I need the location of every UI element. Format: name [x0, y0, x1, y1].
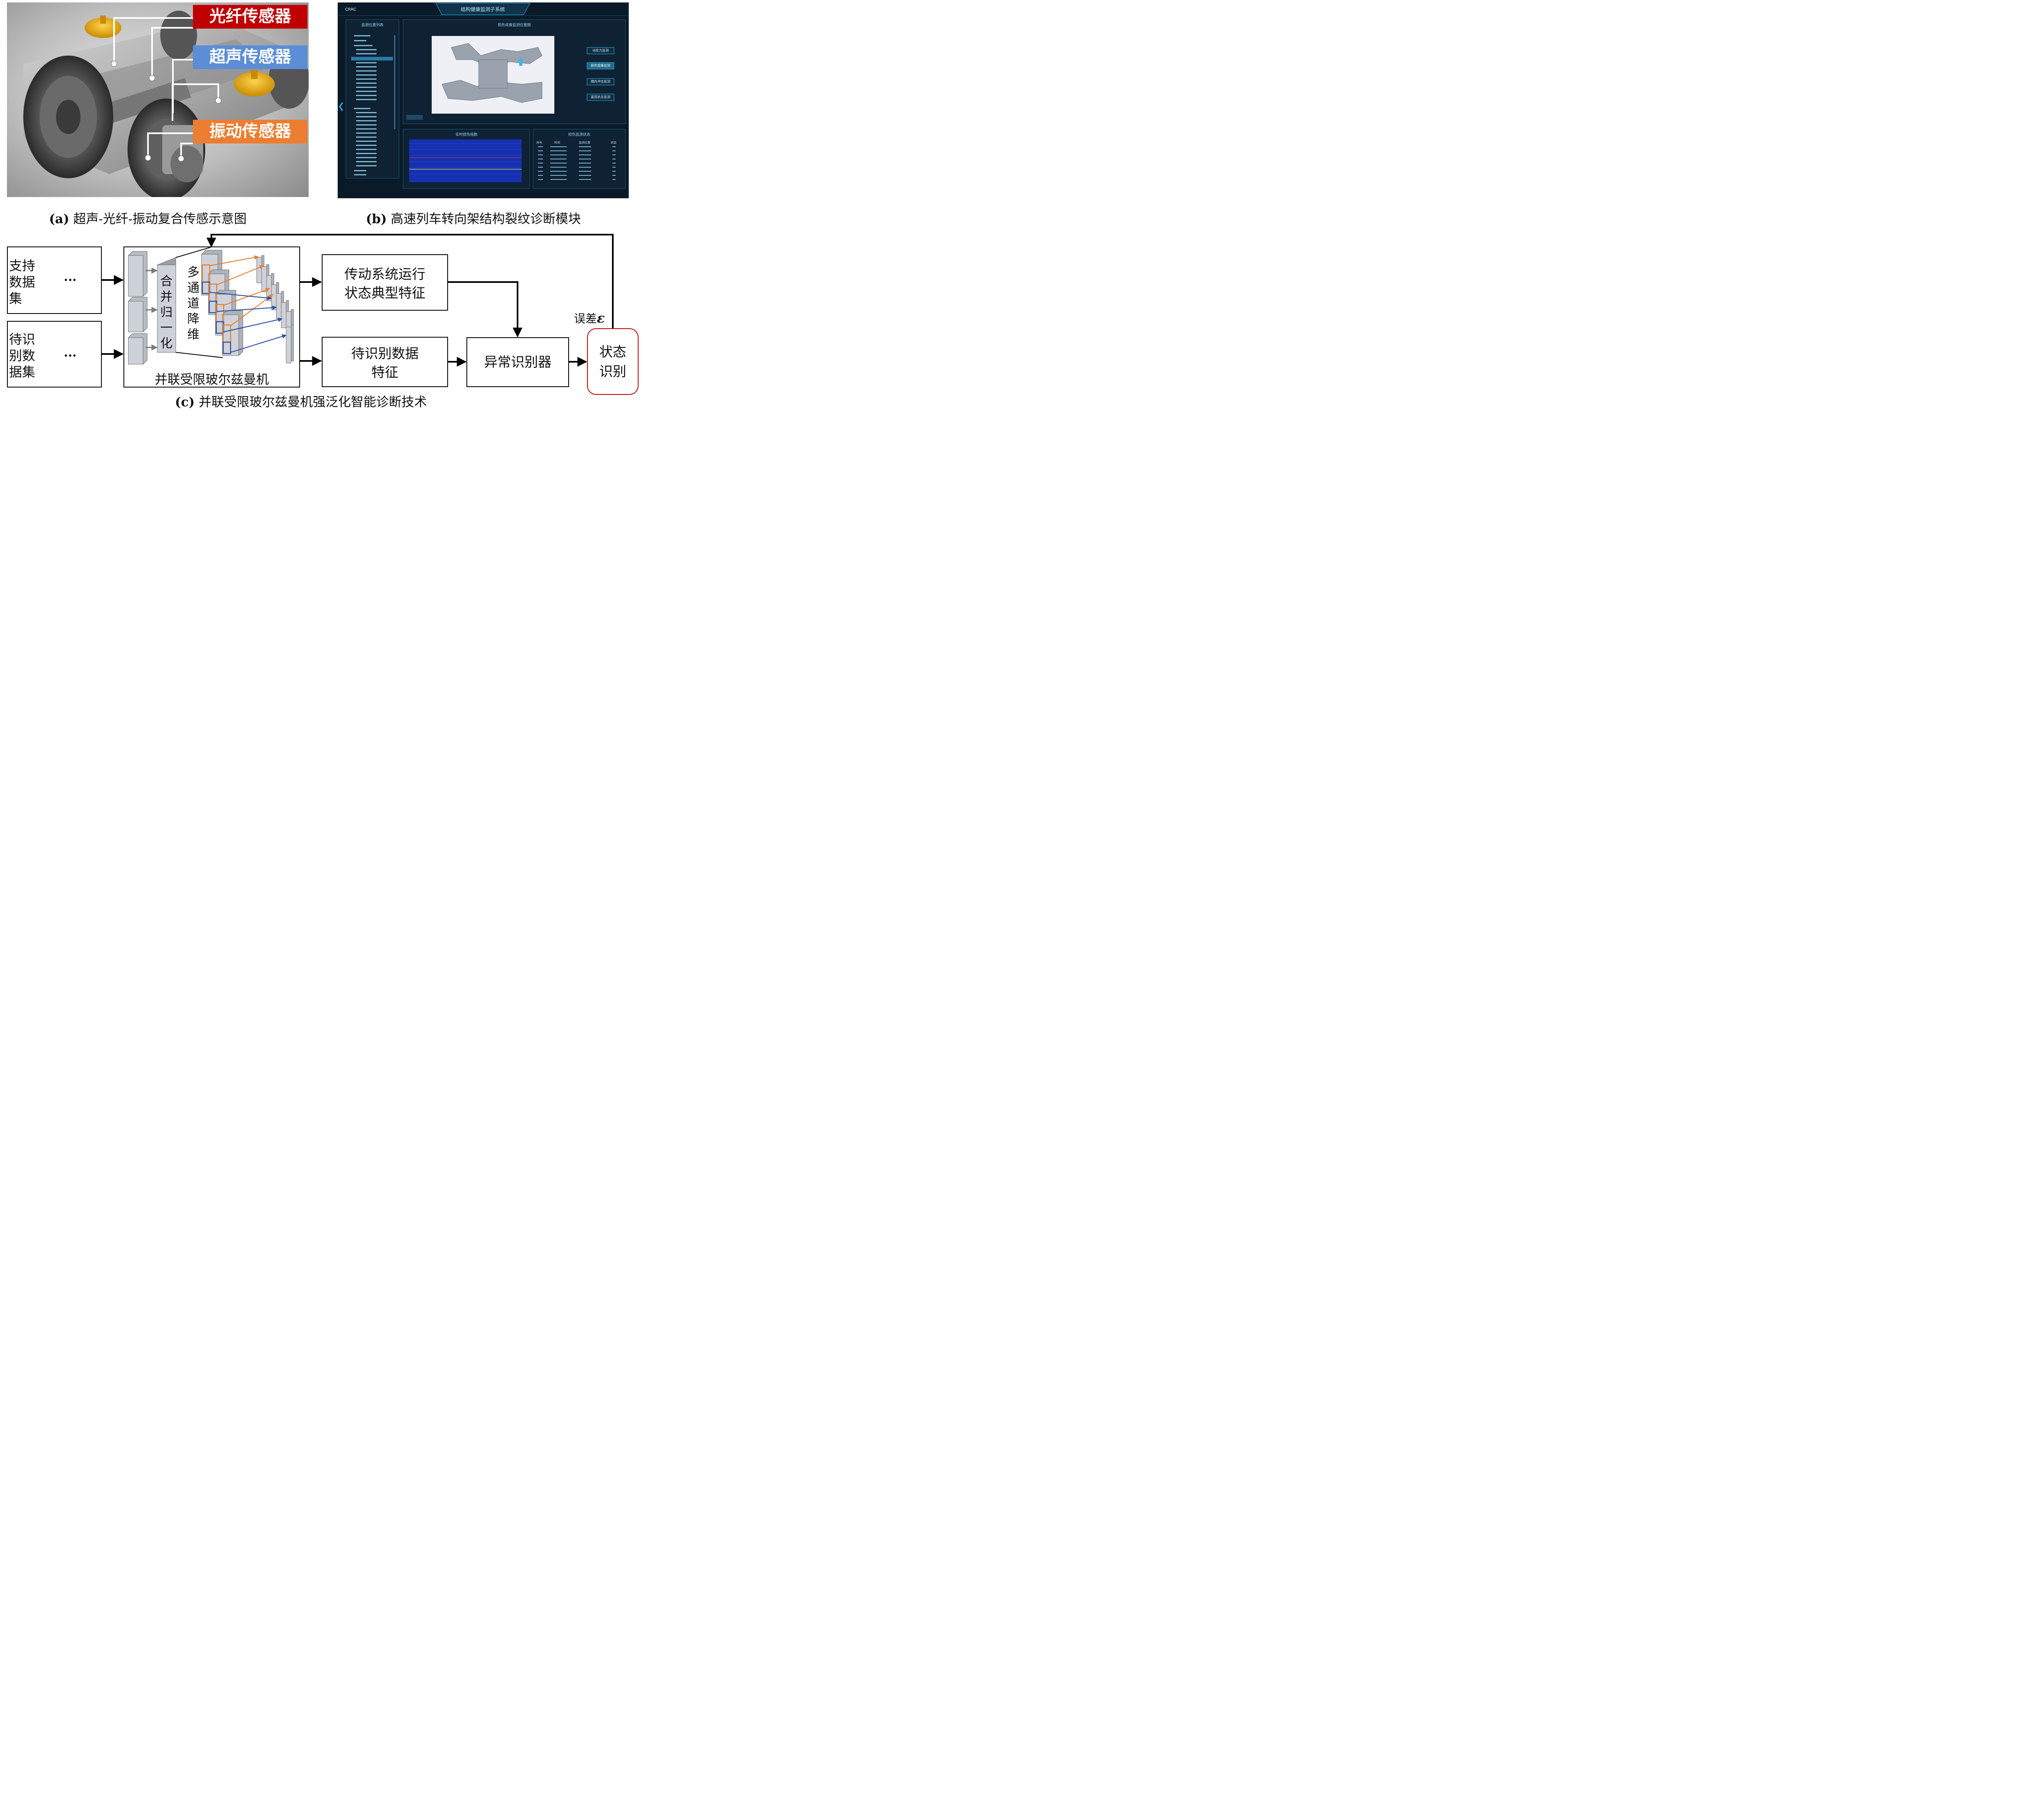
support-dataset-box — [7, 246, 102, 314]
ui-button-1[interactable]: 损伤成像监测 — [591, 64, 610, 67]
ui-button-0[interactable]: 动应力监测 — [592, 49, 609, 52]
rbm-box — [123, 246, 300, 388]
ultrasonic-sensor-label: 超声传感器 — [193, 45, 307, 69]
system-title: 结构健康监测子系统 — [460, 7, 505, 12]
view-title: 损伤成像监测位置图 — [498, 23, 531, 27]
vibration-sensor-label: 振动传感器 — [193, 120, 307, 143]
caption-c: (c) 并联受限玻尔兹曼机强泛化智能诊断技术 — [175, 392, 427, 410]
status-header-2: 监测位置 — [579, 141, 590, 144]
support-dots: ··· — [64, 273, 77, 287]
support-dataset-label: 支持数据集 — [9, 258, 36, 306]
test-dataset-label: 待识别数据集 — [9, 332, 36, 380]
typical-features-box — [322, 254, 448, 311]
rbm-label: 并联受限玻尔兹曼机 — [155, 372, 269, 387]
chart-title: 实时损伤指数 — [455, 133, 477, 137]
status-header-3: 状态 — [611, 141, 616, 144]
status-header-1: 时间 — [554, 141, 560, 144]
caption-b-text: 高速列车转向架结构裂纹诊断模块 — [390, 212, 581, 226]
anomaly-detector-box — [466, 337, 569, 387]
typical-features-line2: 状态典型特征 — [344, 285, 426, 301]
test-dataset-box — [7, 321, 102, 388]
caption-c-text: 并联受限玻尔兹曼机强泛化智能诊断技术 — [199, 395, 427, 410]
typical-features-line1: 传动系统运行 — [344, 266, 426, 282]
caption-a: (a) 超声-光纤-振动复合传感示意图 — [49, 208, 247, 227]
bogie-illustration — [23, 11, 309, 197]
ui-button-3[interactable]: 紧固状态监测 — [591, 95, 610, 99]
error-text: 误差 — [574, 312, 597, 325]
test-dots: ··· — [64, 349, 77, 363]
caption-c-letter: (c) — [175, 395, 195, 410]
caption-a-letter: (a) — [49, 212, 69, 226]
multichannel-reduction-label: 多通道降维 — [187, 265, 199, 342]
epsilon-symbol: ε — [597, 310, 605, 326]
crrc-logo: CRRC — [345, 7, 356, 12]
caption-b: (b) 高速列车转向架结构裂纹诊断模块 — [366, 208, 581, 227]
state-recognition-box — [587, 328, 639, 395]
caption-b-letter: (b) — [366, 212, 387, 226]
list-title: 监测位置列表 — [361, 23, 383, 27]
status-header-0: 序号 — [536, 141, 542, 144]
ui-button-2[interactable]: 横向冲击监测 — [591, 80, 610, 83]
state-recognition-line2: 识别 — [599, 363, 626, 379]
status-title: 损伤监测状态 — [568, 133, 590, 137]
test-features-box — [322, 337, 448, 387]
anomaly-detector-label: 异常识别器 — [484, 354, 551, 370]
merge-normalize-label: 合并归一化 — [160, 274, 173, 351]
error-label: 误差ε — [574, 310, 605, 326]
test-features-line1: 待识别数据 — [351, 345, 419, 361]
panel-a-image: 光纤传感器 超声传感器 振动传感器 — [7, 2, 309, 197]
state-recognition-line1: 状态 — [599, 344, 626, 360]
typical-to-detector-arrow — [448, 281, 522, 338]
panel-b-screenshot: CRRC 结构健康监测子系统 监测位置列表 损伤成像监测位置图 动应力监测 损伤… — [338, 2, 629, 198]
test-features-line2: 特征 — [371, 364, 399, 380]
fiber-sensor-label: 光纤传感器 — [193, 5, 307, 29]
caption-a-text: 超声-光纤-振动复合传感示意图 — [73, 212, 247, 226]
